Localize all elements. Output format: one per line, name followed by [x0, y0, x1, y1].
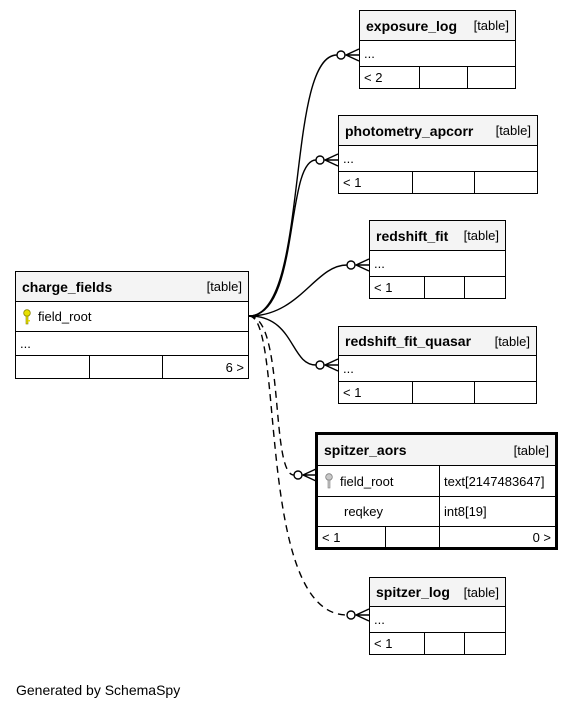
ellipsis-row: ... — [360, 41, 515, 67]
table-kind: [table] — [495, 123, 531, 138]
parents-count — [16, 356, 90, 378]
table-name: charge_fields — [22, 278, 113, 295]
column-type: text[2147483647] — [444, 473, 545, 489]
table-header: spitzer_aors [table] — [318, 435, 555, 466]
column-row[interactable]: field_root — [16, 302, 248, 332]
table-footer: < 2 — [360, 67, 515, 88]
table-exposure-log[interactable]: exposure_log [table] ... < 2 — [359, 10, 516, 89]
edge-exposure-log — [248, 54, 338, 317]
table-footer: < 1 — [339, 382, 536, 403]
ellipsis-row: ... — [339, 356, 536, 382]
table-header: photometry_apcorr [table] — [339, 116, 537, 146]
table-name: photometry_apcorr — [345, 122, 474, 139]
table-kind: [table] — [463, 584, 499, 600]
ellipsis: ... — [343, 151, 354, 166]
crow-foot — [301, 468, 317, 482]
footer-cell — [413, 382, 475, 403]
footer-cell — [468, 67, 515, 88]
parents-count[interactable]: < 1 — [370, 277, 425, 298]
table-kind: [table] — [463, 228, 499, 243]
crow-foot — [323, 153, 339, 167]
column-name: reqkey — [344, 504, 384, 519]
optional-marker — [336, 50, 346, 60]
footer-cell — [465, 633, 505, 654]
column-row[interactable]: reqkey int8[19] — [318, 497, 555, 527]
table-spitzer-log[interactable]: spitzer_log [table] ... < 1 — [369, 577, 506, 655]
optional-marker — [293, 470, 303, 480]
footer-cell — [475, 172, 537, 193]
ellipsis: ... — [374, 256, 385, 271]
children-count: 0 > — [532, 529, 551, 545]
table-redshift-fit-quasar[interactable]: redshift_fit_quasar [table] ... < 1 — [338, 326, 537, 404]
table-redshift-fit[interactable]: redshift_fit [table] ... < 1 — [369, 220, 506, 299]
table-name: spitzer_log — [376, 584, 450, 600]
optional-marker — [346, 260, 356, 270]
footer-cell — [420, 67, 468, 88]
table-kind: [table] — [473, 18, 509, 33]
footer-cell — [425, 633, 465, 654]
footer-cell — [90, 356, 163, 378]
parents-count[interactable]: < 1 — [339, 172, 413, 193]
optional-marker — [346, 610, 356, 620]
generated-by-label: Generated by SchemaSpy — [16, 682, 181, 698]
crow-foot — [354, 258, 370, 272]
table-header: redshift_fit_quasar [table] — [339, 327, 536, 356]
table-spitzer-aors[interactable]: spitzer_aors [table] field_root text[214… — [315, 432, 558, 550]
foreign-key-icon — [325, 473, 333, 489]
table-footer: < 1 — [339, 172, 537, 193]
optional-marker — [315, 155, 325, 165]
table-header: exposure_log [table] — [360, 11, 515, 41]
ellipsis-row: ... — [370, 251, 505, 277]
table-kind: [table] — [513, 442, 549, 458]
parents-count[interactable]: < 1 — [318, 527, 386, 547]
crow-foot — [323, 358, 339, 372]
column-type: int8[19] — [444, 504, 487, 519]
table-name: exposure_log — [366, 17, 458, 34]
table-header: spitzer_log [table] — [370, 578, 505, 607]
table-header: charge_fields [table] — [16, 272, 248, 302]
table-kind: [table] — [494, 333, 530, 349]
parents-count[interactable]: < 1 — [370, 633, 425, 654]
children-count[interactable]: 6 > — [225, 359, 244, 375]
table-footer: 6 > — [16, 356, 248, 378]
footer-cell — [413, 172, 475, 193]
table-charge-fields[interactable]: charge_fields [table] field_root ... 6 > — [15, 271, 249, 379]
ellipsis-row: ... — [370, 607, 505, 633]
ellipsis-row: ... — [339, 146, 537, 172]
table-footer: < 1 0 > — [318, 527, 555, 547]
edge-photometry-apcorr — [248, 159, 317, 317]
column-name: field_root — [38, 309, 92, 324]
primary-key-icon — [23, 308, 31, 324]
table-kind: [table] — [206, 279, 242, 294]
footer-cell — [425, 277, 465, 298]
edge-redshift-fit — [248, 264, 348, 317]
table-photometry-apcorr[interactable]: photometry_apcorr [table] ... < 1 — [338, 115, 538, 194]
footer-cell — [386, 527, 440, 547]
parents-count[interactable]: < 1 — [339, 382, 413, 403]
ellipsis: ... — [374, 612, 385, 627]
edge-redshift-fit-quasar — [248, 315, 317, 366]
table-header: redshift_fit [table] — [370, 221, 505, 251]
table-name: redshift_fit — [376, 227, 449, 244]
column-row[interactable]: field_root text[2147483647] — [318, 466, 555, 497]
crow-foot — [344, 48, 360, 62]
edge-spitzer-aors — [248, 315, 295, 476]
ellipsis: ... — [364, 46, 375, 61]
table-name: redshift_fit_quasar — [345, 333, 472, 349]
crow-foot — [354, 608, 370, 622]
column-name: field_root — [340, 473, 394, 489]
ellipsis: ... — [343, 361, 354, 376]
optional-marker — [315, 360, 325, 370]
footer-cell — [465, 277, 505, 298]
table-footer: < 1 — [370, 633, 505, 654]
parents-count[interactable]: < 2 — [360, 67, 420, 88]
ellipsis: ... — [20, 336, 31, 351]
table-footer: < 1 — [370, 277, 505, 298]
footer-cell — [475, 382, 536, 403]
ellipsis-row: ... — [16, 332, 248, 356]
table-name: spitzer_aors — [324, 442, 407, 458]
